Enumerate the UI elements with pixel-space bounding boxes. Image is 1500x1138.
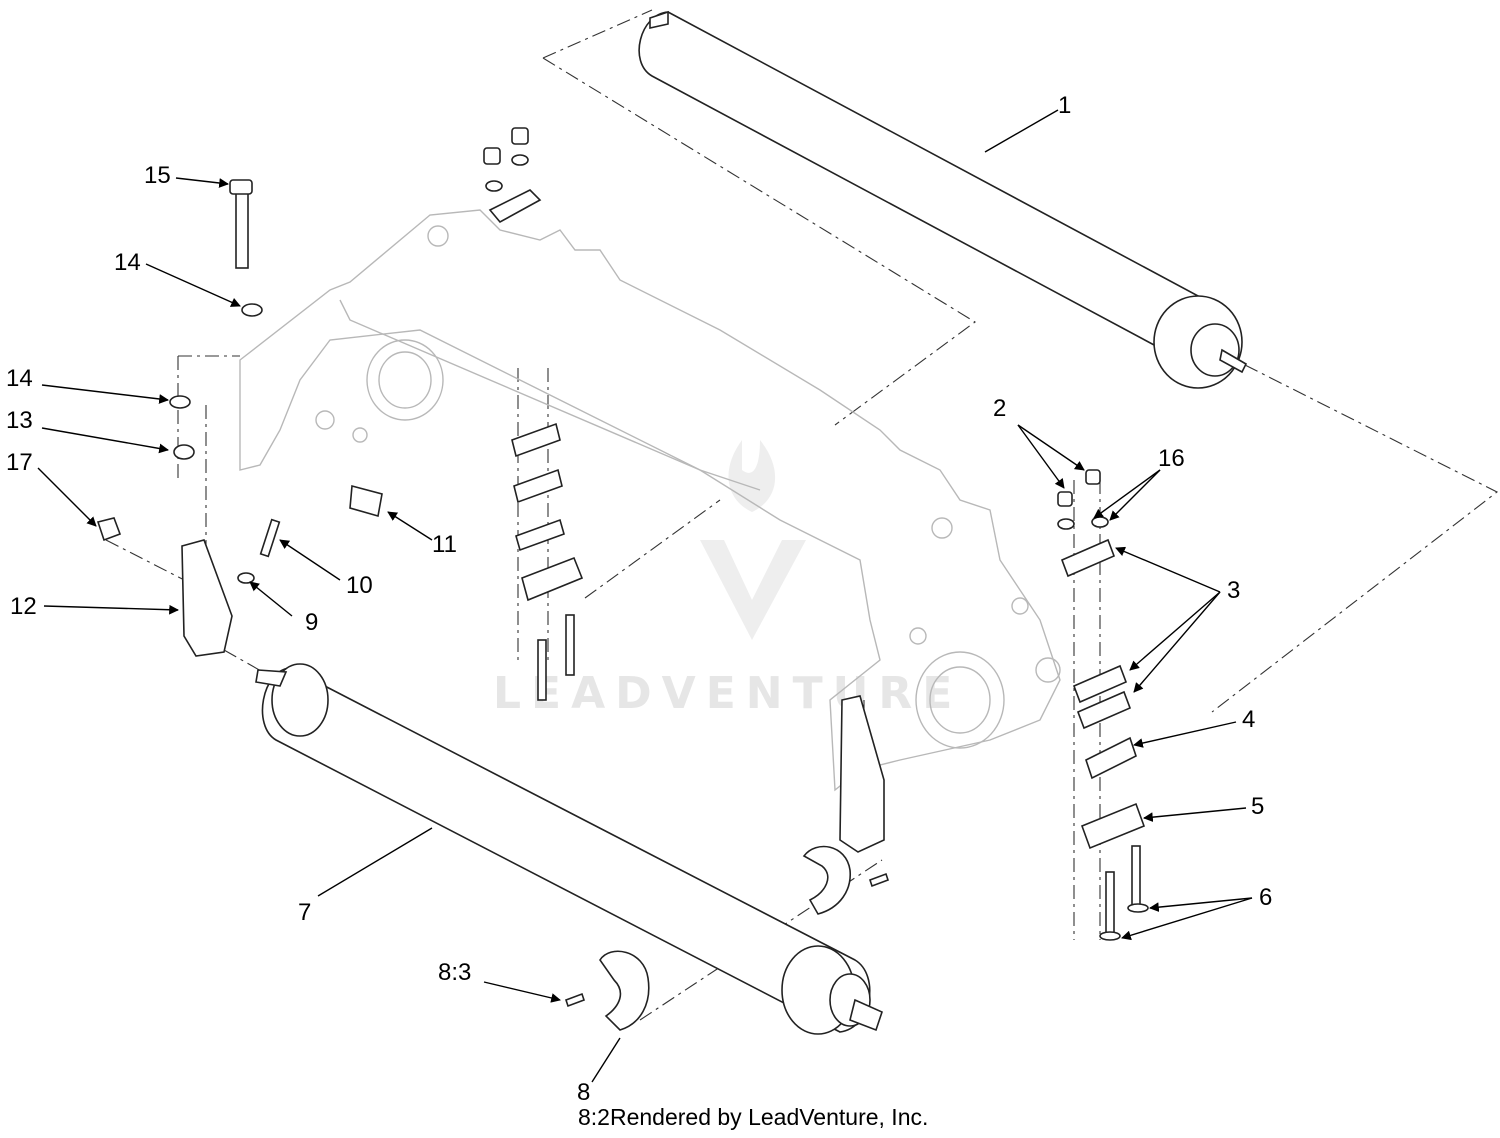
hardware-right-stack — [1057, 469, 1149, 941]
callout-15: 15 — [144, 162, 171, 189]
callout-16: 16 — [1158, 445, 1185, 472]
callout-3: 3 — [1227, 577, 1240, 604]
callout-1: 1 — [1058, 92, 1071, 119]
frame-ghost — [239, 209, 1061, 792]
bearing-caps — [564, 845, 890, 1031]
front-roller — [638, 10, 1248, 389]
leader-lines — [37, 109, 1253, 1083]
assembly-outline — [105, 9, 1499, 1021]
render-credit: 8:2Rendered by LeadVenture, Inc. — [578, 1104, 928, 1131]
callout-labels: 1 2 3 4 5 6 7 8 8:3 9 10 11 12 13 14 14 … — [6, 92, 1272, 1106]
callout-7: 7 — [298, 899, 311, 926]
callout-8: 8 — [577, 1079, 590, 1106]
callout-9: 9 — [305, 609, 318, 636]
left-bracket-hardware — [96, 179, 885, 853]
callout-5: 5 — [1251, 793, 1264, 820]
watermark-text: LEADVENTURE — [493, 668, 962, 719]
watermark: LEADVENTURE — [493, 440, 962, 719]
callout-13: 13 — [6, 407, 33, 434]
callout-4: 4 — [1242, 706, 1255, 733]
rear-grooved-roller — [255, 663, 883, 1035]
callout-14-upper: 14 — [114, 249, 141, 276]
callout-8-2: 8:2 — [578, 1104, 610, 1130]
callout-12: 12 — [10, 593, 37, 620]
callout-10: 10 — [346, 572, 373, 599]
callout-17: 17 — [6, 449, 33, 476]
callout-6: 6 — [1259, 884, 1272, 911]
callout-14-lower: 14 — [6, 365, 33, 392]
callout-8-3: 8:3 — [438, 959, 471, 986]
callout-11: 11 — [432, 531, 457, 558]
credit-text: Rendered by LeadVenture, Inc. — [609, 1104, 929, 1130]
hardware-center-stack — [483, 127, 584, 701]
callout-2: 2 — [993, 395, 1006, 422]
